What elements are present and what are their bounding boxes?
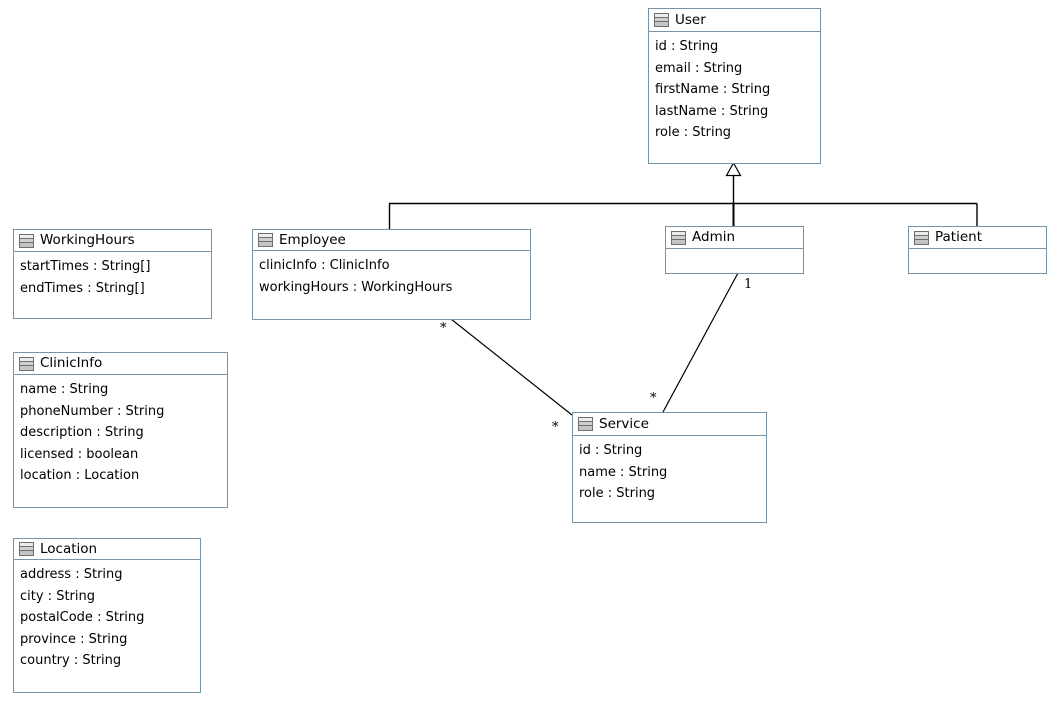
class-title: User: [675, 11, 706, 28]
class-title: Employee: [279, 231, 346, 248]
attributes-compartment: name : String phoneNumber : String descr…: [14, 375, 227, 491]
class-box-patient[interactable]: Patient: [908, 226, 1047, 274]
attribute: lastName : String: [655, 103, 769, 119]
class-icon: [914, 230, 929, 245]
class-icon: [19, 542, 34, 556]
attribute: description : String: [20, 425, 144, 440]
multiplicity-label: 1: [744, 277, 753, 292]
class-box-employee[interactable]: Employee clinicInfo : ClinicInfo working…: [252, 229, 531, 320]
attributes-compartment: clinicInfo : ClinicInfo workingHours : W…: [253, 251, 530, 302]
attribute: licensed : boolean: [20, 446, 139, 462]
class-header: Patient: [909, 227, 1046, 249]
attribute: postalCode : String: [20, 610, 145, 625]
class-title: Service: [599, 415, 649, 432]
attributes-compartment: [666, 249, 803, 273]
attributes-compartment: id : String email : String firstName : S…: [649, 32, 820, 148]
class-title: WorkingHours: [40, 232, 135, 248]
class-icon: [19, 233, 34, 248]
class-title: Admin: [692, 229, 736, 245]
attribute: endTimes : String[]: [20, 280, 145, 296]
admin-service-association-line[interactable]: [662, 272, 739, 413]
attribute: email : String: [655, 60, 743, 76]
attribute: workingHours : WorkingHours: [259, 279, 453, 295]
class-header: Service: [573, 413, 766, 436]
class-header: Employee: [253, 230, 530, 251]
attributes-compartment: id : String name : String role : String: [573, 436, 766, 509]
multiplicity-label: *: [440, 321, 447, 336]
class-box-user[interactable]: User id : String email : String firstNam…: [648, 8, 821, 164]
attribute: firstName : String: [655, 82, 771, 97]
attribute: address : String: [20, 567, 123, 582]
class-header: Location: [14, 539, 200, 560]
attribute: name : String: [579, 464, 668, 480]
attributes-compartment: address : String city : String postalCod…: [14, 560, 200, 676]
class-icon: [258, 233, 273, 247]
class-box-admin[interactable]: Admin: [665, 226, 804, 274]
class-box-location[interactable]: Location address : String city : String …: [13, 538, 201, 693]
attribute: province : String: [20, 631, 128, 647]
attribute: city : String: [20, 588, 95, 604]
class-icon: [578, 417, 593, 431]
attribute: location : Location: [20, 468, 140, 483]
attributes-compartment: [909, 249, 1046, 273]
attribute: id : String: [655, 39, 719, 54]
attribute: phoneNumber : String: [20, 403, 165, 419]
class-title: Location: [40, 540, 98, 557]
class-header: ClinicInfo: [14, 353, 227, 375]
class-box-workinghours[interactable]: WorkingHours startTimes : String[] endTi…: [13, 229, 212, 319]
generalization-triangle-icon[interactable]: [725, 161, 742, 177]
attribute: role : String: [579, 486, 656, 501]
attribute: id : String: [579, 443, 643, 458]
employee-service-association-line[interactable]: [450, 318, 573, 416]
class-header: User: [649, 9, 820, 32]
class-box-service[interactable]: Service id : String name : String role :…: [572, 412, 767, 523]
class-header: Admin: [666, 227, 803, 249]
multiplicity-label: *: [650, 391, 657, 406]
attribute: name : String: [20, 382, 109, 397]
class-icon: [19, 356, 34, 371]
attribute: clinicInfo : ClinicInfo: [259, 258, 390, 273]
class-icon: [654, 13, 669, 27]
attribute: role : String: [655, 125, 732, 140]
attribute: startTimes : String[]: [20, 259, 151, 274]
multiplicity-label: *: [552, 420, 559, 435]
class-title: Patient: [935, 229, 983, 245]
class-icon: [671, 230, 686, 245]
class-header: WorkingHours: [14, 230, 211, 252]
attributes-compartment: startTimes : String[] endTimes : String[…: [14, 252, 211, 303]
class-title: ClinicInfo: [40, 355, 103, 371]
class-box-clinicinfo[interactable]: ClinicInfo name : String phoneNumber : S…: [13, 352, 228, 508]
attribute: country : String: [20, 653, 122, 668]
